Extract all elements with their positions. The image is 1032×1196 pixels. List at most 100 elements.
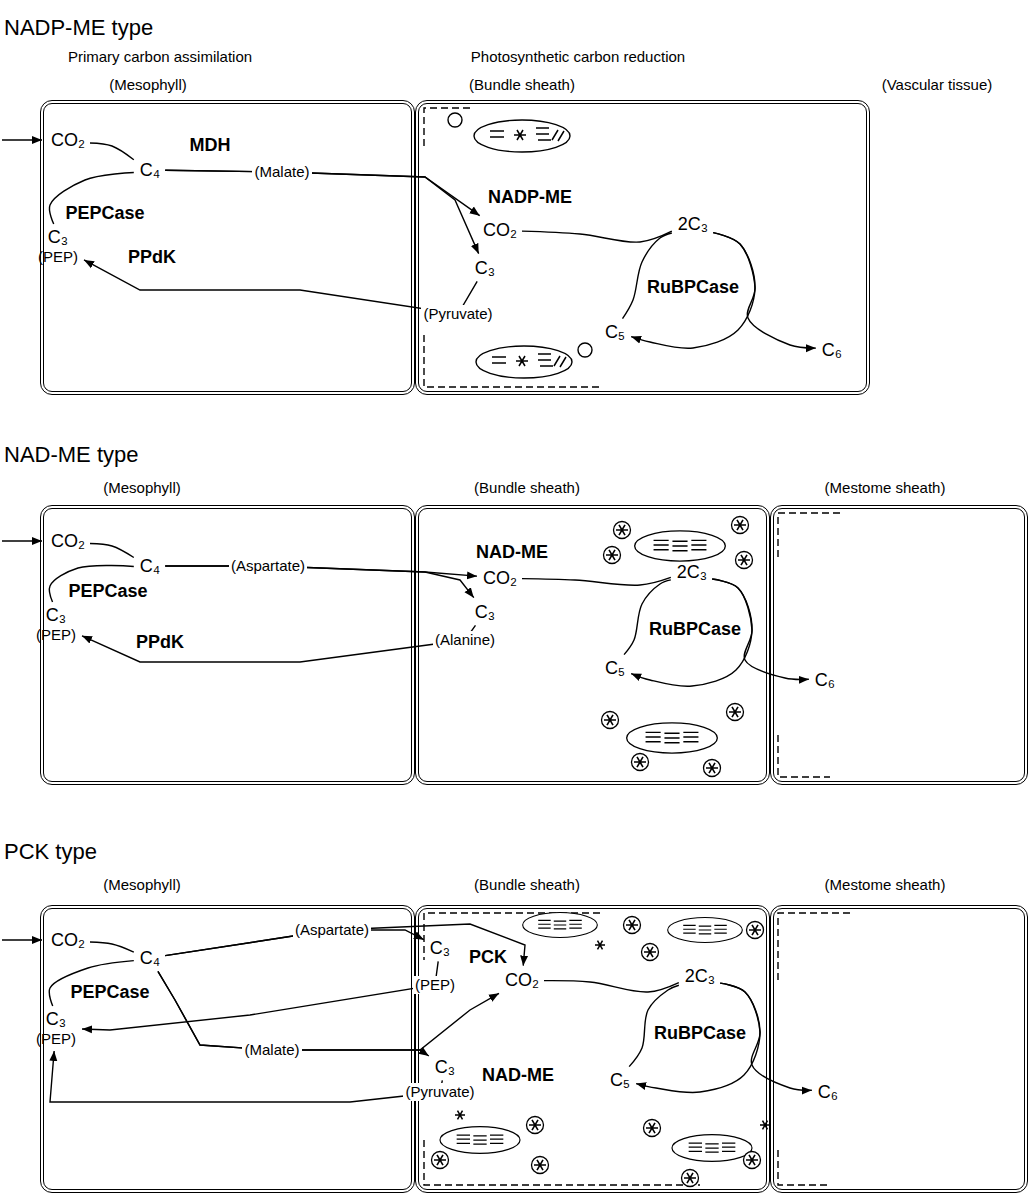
mitochondrion (602, 712, 619, 729)
mitochondrion (632, 754, 649, 771)
chloroplast (627, 723, 718, 753)
co2-inflow-arrow (2, 540, 42, 541)
transport-label: (Aspartate) (229, 557, 307, 575)
metabolite-term: C₃ (472, 257, 498, 280)
mitochondrion (736, 552, 753, 569)
enzyme-label: RuBPCase (654, 1023, 746, 1045)
metabolite-term: C₅ (607, 1069, 633, 1092)
metabolite-term: C₃(PEP) (33, 604, 79, 644)
metabolite-text: 2C₃ (685, 966, 715, 987)
metabolite-term: 2C₃ (682, 965, 718, 988)
metabolite-text: CO₂ (483, 568, 517, 589)
cell-outline: C₃CO₂C₃2C₃C₅(Bundle sheath) (415, 905, 770, 1193)
chloroplast (668, 918, 743, 943)
metabolite-term: CO₂ (502, 969, 542, 992)
panel-title: NAD-ME type (4, 442, 138, 468)
transport-label: (Malate) (252, 163, 311, 181)
cell-heading: (Mesophyll) (103, 876, 181, 894)
reaction-arrow (165, 170, 479, 253)
metabolite-text: C₅ (605, 322, 625, 343)
mitochondrion (682, 1170, 699, 1187)
peroxisome (448, 113, 462, 127)
reaction-arrow (544, 981, 679, 992)
metabolite-term: C₃(PEP) (33, 1008, 79, 1048)
metabolite-text: (PEP) (38, 248, 78, 265)
chloroplast (672, 1135, 752, 1162)
suberin-lamella (424, 335, 600, 387)
metabolite-term: C₆ (819, 339, 845, 362)
panel-title: PCK type (4, 839, 97, 865)
suberin-lamella (778, 735, 830, 777)
co2-inflow-arrow (2, 939, 42, 940)
enzyme-label: RuBPCase (647, 277, 739, 299)
metabolite-term: C₄ (137, 555, 163, 578)
reaction-arrow (90, 143, 134, 160)
mitochondrion (624, 917, 641, 934)
suberin-lamella (424, 108, 470, 150)
chloroplast (523, 913, 598, 938)
metabolite-term: 2C₃ (675, 213, 711, 236)
metabolite-text: C₆ (815, 670, 835, 691)
enzyme-label: PEPCase (68, 581, 147, 603)
metabolite-text: (PEP) (36, 1030, 76, 1047)
metabolite-text: C₃ (475, 258, 495, 279)
asterisk-mark (595, 941, 605, 950)
cell-heading: (Mesophyll) (109, 76, 187, 94)
peroxisome (578, 343, 592, 357)
asterisk-mark (455, 1111, 465, 1120)
metabolite-text: C₃ (475, 602, 495, 623)
reaction-arrow (165, 566, 474, 598)
enzyme-label: PEPCase (65, 203, 144, 225)
mitochondrion (432, 1152, 449, 1169)
metabolite-term: C₃ (427, 937, 453, 960)
metabolite-term: C₄ (137, 159, 163, 182)
reaction-arrow (624, 580, 671, 655)
enzyme-label: PPdK (136, 632, 184, 654)
reaction-arrow (631, 233, 755, 349)
reaction-arrow (90, 544, 134, 558)
enzyme-label: PPdK (128, 247, 176, 269)
mitochondrion (527, 1117, 544, 1134)
cell-heading: (Mestome sheath) (825, 479, 946, 497)
mitochondrion (614, 522, 631, 539)
metabolite-text: C₃ (435, 1057, 455, 1078)
metabolite-term: C₅ (602, 657, 628, 680)
metabolite-term: C₆ (812, 669, 838, 692)
mitochondrion (532, 1157, 549, 1174)
cell-heading: Primary carbon assimilation (68, 48, 252, 66)
metabolite-text: C₃ (430, 938, 450, 959)
transport-label: (PEP) (413, 976, 457, 994)
connector-group (49, 143, 816, 1102)
metabolite-term: 2C₃ (674, 561, 710, 584)
mitochondrion (727, 704, 744, 721)
metabolite-term: C₄ (137, 947, 163, 970)
metabolite-text: C₃ (36, 605, 76, 626)
reaction-arrow (636, 983, 760, 1092)
metabolite-text: CO₂ (51, 130, 85, 151)
metabolite-term: C₃(PEP) (35, 226, 81, 266)
region-heading: (Vascular tissue) (882, 76, 993, 94)
metabolite-text: CO₂ (51, 930, 85, 951)
suberin-lamella (778, 513, 840, 560)
cell-heading: (Bundle sheath) (474, 479, 580, 497)
metabolite-text: CO₂ (505, 970, 539, 991)
mitochondrion (604, 547, 621, 564)
transport-label: (Aspartate) (293, 921, 371, 939)
metabolite-text: C₄ (140, 160, 160, 181)
cell-outline: CO₂C₄C₃(PEP)(Mesophyll) (40, 905, 415, 1193)
enzyme-label: RuBPCase (649, 619, 741, 641)
chloroplast (440, 1127, 520, 1154)
metabolite-term: CO₂ (480, 219, 520, 242)
enzyme-label: NADP-ME (488, 187, 572, 209)
reaction-arrow (158, 971, 499, 1050)
transport-label: (Pyruvate) (403, 1083, 476, 1101)
enzyme-label: NAD-ME (476, 542, 548, 564)
cell-heading: (Bundle sheath) (469, 76, 575, 94)
metabolite-text: C₄ (140, 556, 160, 577)
metabolite-term: CO₂ (480, 567, 520, 590)
enzyme-label: PEPCase (70, 982, 149, 1004)
cell-heading: Photosynthetic carbon reduction (471, 48, 685, 66)
mitochondrion (747, 922, 764, 939)
